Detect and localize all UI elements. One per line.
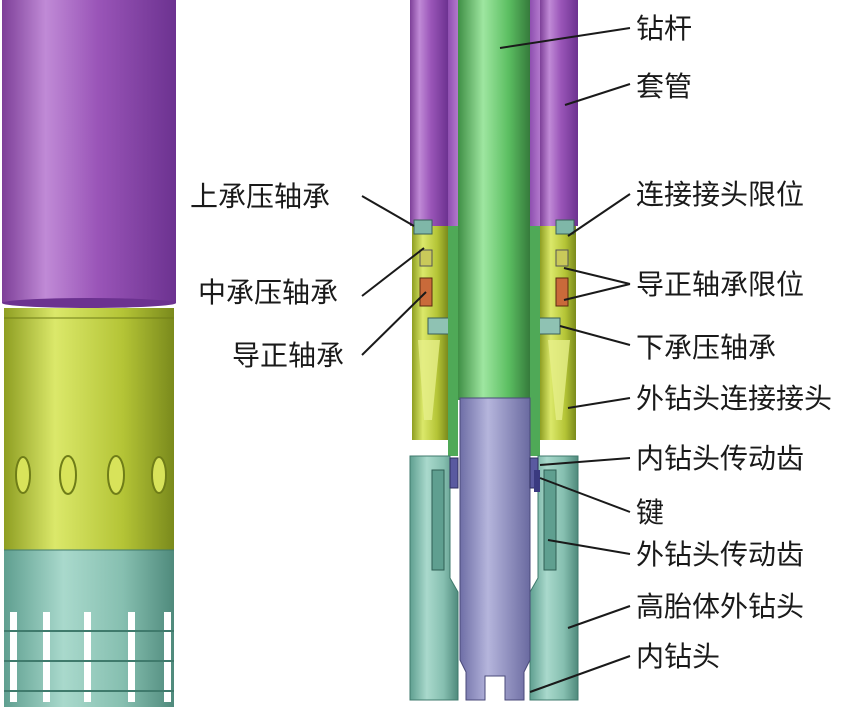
- label-connector-stop: 连接接头限位: [636, 178, 804, 211]
- external-view: [2, 0, 176, 707]
- label-outer-bit-drive-teeth: 外钻头传动齿: [636, 538, 804, 571]
- label-drill-rod: 钻杆: [636, 12, 692, 45]
- casing-right-wall: [540, 0, 578, 226]
- upper-thrust-bearing: [413, 219, 575, 235]
- casing-left-wall: [410, 0, 448, 226]
- middle-thrust-bearing: [419, 249, 569, 267]
- external-bit-body: [4, 550, 174, 602]
- key: [534, 470, 540, 492]
- label-lower-thrust-bearing: 下承压轴承: [636, 331, 776, 364]
- external-bit-teeth: [4, 602, 174, 707]
- outer-bit-right: [529, 455, 579, 701]
- label-guide-bearing-stop: 导正轴承限位: [636, 268, 804, 301]
- label-guide-bearing: 导正轴承: [232, 339, 344, 372]
- label-key: 键: [636, 496, 664, 529]
- inner-bit: [459, 397, 531, 701]
- outer-bit-left: [409, 455, 459, 701]
- label-outer-bit-connector: 外钻头连接接头: [636, 382, 832, 415]
- label-casing: 套管: [636, 70, 692, 103]
- label-high-matrix-outer-bit: 高胎体外钻头: [636, 590, 804, 623]
- section-view: [409, 0, 579, 701]
- label-upper-thrust-bearing: 上承压轴承: [190, 180, 330, 213]
- outer-bit-drive-teeth: [431, 469, 557, 571]
- label-inner-bit-drive-teeth: 内钻头传动齿: [636, 442, 804, 475]
- labels: 钻杆 套管 上承压轴承 中承压轴承 导正轴承 连接接头限位 导正轴承限位 下承压…: [190, 12, 832, 673]
- label-middle-thrust-bearing: 中承压轴承: [198, 276, 338, 309]
- leader-lines: [361, 27, 631, 693]
- drill-rod: [458, 0, 530, 400]
- external-casing: [2, 0, 176, 303]
- external-connector: [4, 308, 174, 550]
- external-connector-holes: [15, 455, 167, 495]
- label-inner-bit: 内钻头: [636, 640, 720, 673]
